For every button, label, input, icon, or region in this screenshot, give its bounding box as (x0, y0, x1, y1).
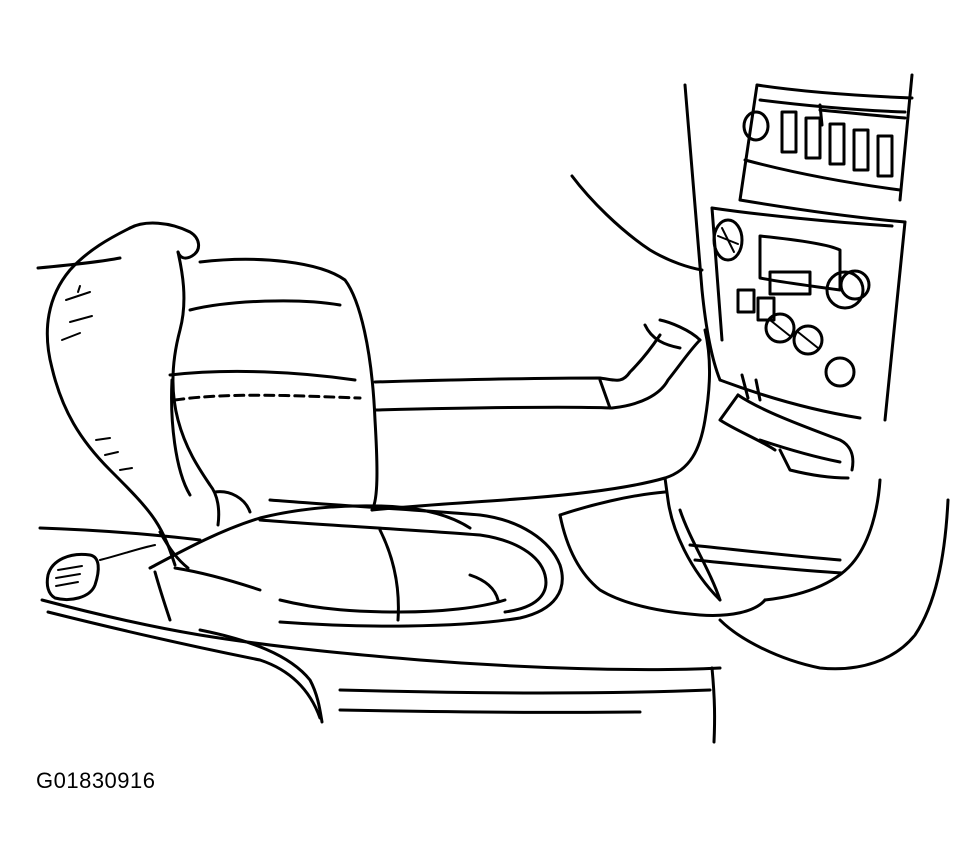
console-side-rails (373, 333, 702, 412)
radio-lower-panel (712, 218, 871, 388)
lower-dash-bracket (643, 318, 855, 480)
seat-back-panel (36, 256, 379, 512)
console-switch (45, 544, 156, 601)
figure-code-label: G01830916 (36, 768, 156, 793)
dash-center-stack (570, 73, 914, 422)
center-console-body (38, 328, 950, 744)
shifter-boot (148, 490, 507, 622)
gear-shift-knob (45, 221, 221, 567)
console-tray (258, 498, 564, 628)
radio-upper-panel (742, 103, 907, 178)
